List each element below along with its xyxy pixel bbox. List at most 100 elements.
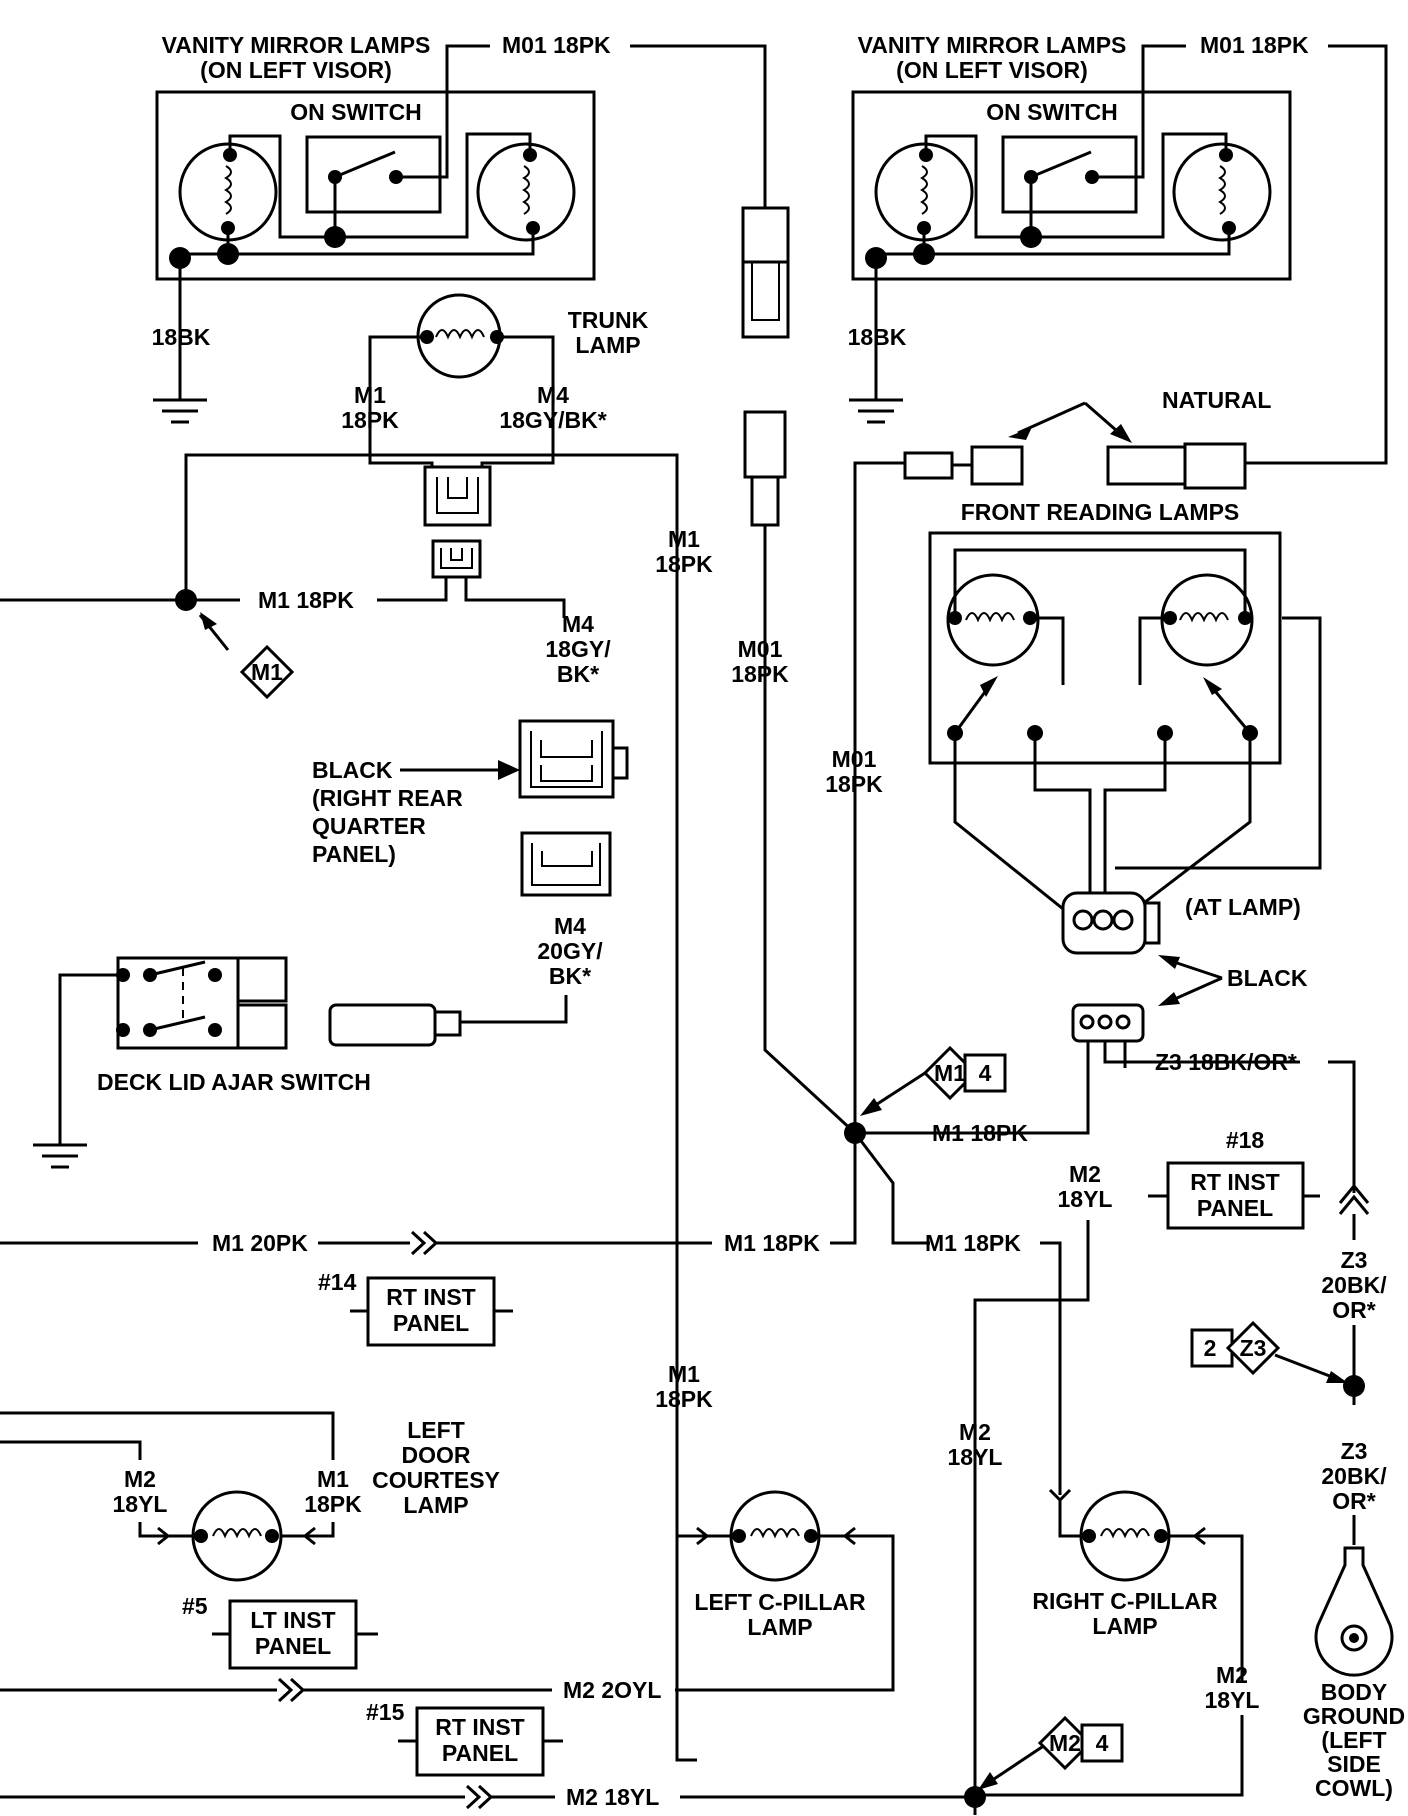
m4-20gy-label-3: BK* [549, 963, 591, 989]
z3-badge-number: 2 [1204, 1335, 1217, 1361]
m2-18yl-bottom-label: M2 18YL [566, 1784, 659, 1810]
natural-connectors: NATURAL M01 18PK [825, 387, 1271, 1133]
m1-vertical-label: M1 [668, 526, 700, 552]
left-on-switch-label: ON SWITCH [290, 99, 422, 125]
left-door-label: LEFT [407, 1417, 465, 1443]
right-rear-quarter-label-3: PANEL) [312, 841, 396, 867]
rt-inst-15-label-2: PANEL [442, 1740, 518, 1766]
m2-right-low-label: M2 [1216, 1662, 1248, 1688]
right-c-pillar-label: RIGHT C-PILLAR [1032, 1588, 1218, 1614]
z3-20bk-label-2: 20BK/ [1321, 1272, 1387, 1298]
left-m01-label: M01 18PK [502, 32, 611, 58]
lt-inst-5-label: LT INST [250, 1607, 335, 1633]
m01-vertical-gauge: 18PK [731, 661, 789, 687]
left-c-pillar-label: LEFT C-PILLAR [694, 1589, 866, 1615]
m1-center-label: M1 18PK [932, 1120, 1028, 1146]
z3-18bk-label: Z3 18BK/OR* [1155, 1049, 1297, 1075]
black-mating-connector [1071, 1003, 1145, 1043]
lt-inst-panel-5: #5 LT INST PANEL [182, 1593, 378, 1670]
left-door-label-4: LAMP [403, 1492, 468, 1518]
right-ground-label: 18BK [848, 324, 907, 350]
right-vanity-mirror-lamps: VANITY MIRROR LAMPS (ON LEFT VISOR) ON S… [851, 32, 1388, 465]
m1-badge-label: M1 [251, 659, 283, 685]
black-right-label: BLACK [1227, 965, 1308, 991]
z3-20bk-label-3: OR* [1332, 1297, 1376, 1323]
m2-badge-label: M2 [1049, 1730, 1081, 1756]
z3-badge-label: Z3 [1240, 1335, 1267, 1361]
trunk-m4-label: M4 [537, 382, 569, 408]
rt-inst-18-label-2: PANEL [1197, 1195, 1273, 1221]
m2-18yl-bottom: M2 18YL M2 4 [0, 1715, 1124, 1810]
right-m01-label: M01 18PK [1200, 32, 1309, 58]
front-reading-lamps: FRONT READING LAMPS (AT LAMP) BLACK [855, 499, 1356, 1193]
ld-m1-gauge: 18PK [304, 1491, 362, 1517]
z3-20bk2-label: Z3 [1341, 1438, 1368, 1464]
m2-18yl-center: M2 18YL M2 18YL [948, 1161, 1113, 1815]
left-ground: 18BK [152, 258, 211, 424]
m4-18gy-label-3: BK* [557, 661, 599, 687]
trunk-m4-gauge: 18GY/BK* [499, 407, 606, 433]
m1-right-label: M1 18PK [925, 1230, 1021, 1256]
rt-inst-15-label: RT INST [435, 1714, 524, 1740]
right-rear-quarter-connectors: BLACK (RIGHT REAR QUARTER PANEL) M4 20GY… [312, 719, 629, 1024]
left-door-courtesy-lamp: LEFT DOOR COURTESY LAMP M2 18YL M1 18PK [0, 1411, 500, 1582]
m1-4-badge-number: 4 [979, 1060, 992, 1086]
m1-badge [239, 644, 295, 700]
rt-inst-panel-14: #14 RT INST PANEL [318, 1269, 513, 1347]
m4-20gy-label-2: 20GY/ [537, 938, 603, 964]
left-switch-blade [334, 150, 396, 179]
right-on-switch-label: ON SWITCH [986, 99, 1118, 125]
m4-20gy-label: M4 [554, 913, 586, 939]
left-m1-label: M1 18PK [258, 587, 354, 613]
right-rear-quarter-label-2: QUARTER [312, 813, 426, 839]
z3-20bk2-label-2: 20BK/ [1321, 1463, 1387, 1489]
at-lamp-label: (AT LAMP) [1185, 894, 1301, 920]
m2-mid-label: M2 [959, 1419, 991, 1445]
trunk-m1-gauge: 18PK [341, 407, 399, 433]
z3-20bk-label: Z3 [1341, 1247, 1368, 1273]
right-c-pillar-label-2: LAMP [1092, 1613, 1157, 1639]
right-ground: 18BK [848, 258, 907, 424]
black-connector-label: BLACK [312, 757, 393, 783]
rt-inst-14-label: RT INST [386, 1284, 475, 1310]
deck-lid-label: DECK LID AJAR SWITCH [97, 1069, 371, 1095]
ld-m1-label: M1 [317, 1466, 349, 1492]
ref-5-label: #5 [182, 1593, 208, 1619]
m1-low-label: M1 [668, 1361, 700, 1387]
ref-14-label: #14 [318, 1269, 357, 1295]
ld-m2-gauge: 18YL [113, 1491, 168, 1517]
rt-inst-panel-15: #15 RT INST PANEL [366, 1699, 563, 1777]
trunk-lamp-label: TRUNK [568, 307, 649, 333]
body-ground-label-2: GROUND [1303, 1703, 1405, 1729]
m01-vertical-wire: M01 18PK [731, 410, 857, 1135]
left-vanity-mirror-lamps: VANITY MIRROR LAMPS (ON LEFT VISOR) ON S… [155, 32, 790, 339]
ref-15-label: #15 [366, 1699, 405, 1725]
body-ground-label-5: COWL) [1315, 1775, 1393, 1801]
trunk-connector-female [423, 465, 492, 527]
m2-center-label: M2 [1069, 1161, 1101, 1187]
m1-20pk-label: M1 20PK [212, 1230, 308, 1256]
left-on-switch-box [305, 135, 442, 214]
left-vanity-subtitle: (ON LEFT VISOR) [200, 57, 392, 83]
right-vanity-subtitle: (ON LEFT VISOR) [896, 57, 1088, 83]
right-vanity-title: VANITY MIRROR LAMPS [858, 32, 1127, 58]
m2-right-low-gauge: 18YL [1205, 1687, 1260, 1713]
trunk-lamp-label-2: LAMP [575, 332, 640, 358]
rt-inst-14-label-2: PANEL [393, 1310, 469, 1336]
z3-badge [1225, 1320, 1281, 1376]
m01-vertical-label: M01 [738, 636, 783, 662]
m2-mid-gauge: 18YL [948, 1444, 1003, 1470]
body-ground-label-4: SIDE [1327, 1751, 1381, 1777]
deck-lid-ajar-switch: DECK LID AJAR SWITCH [33, 956, 462, 1169]
m2-badge-number: 4 [1096, 1730, 1109, 1756]
left-m01-connector-top [741, 206, 790, 264]
left-c-pillar-label-2: LAMP [747, 1614, 812, 1640]
rt-inst-18-label: RT INST [1190, 1169, 1279, 1195]
m1-low-gauge: 18PK [655, 1386, 713, 1412]
m2-center-gauge: 18YL [1058, 1186, 1113, 1212]
m2-20yl-label: M2 2OYL [563, 1677, 661, 1703]
m01-right-gauge: 18PK [825, 771, 883, 797]
body-ground-label-3: (LEFT [1321, 1727, 1386, 1753]
